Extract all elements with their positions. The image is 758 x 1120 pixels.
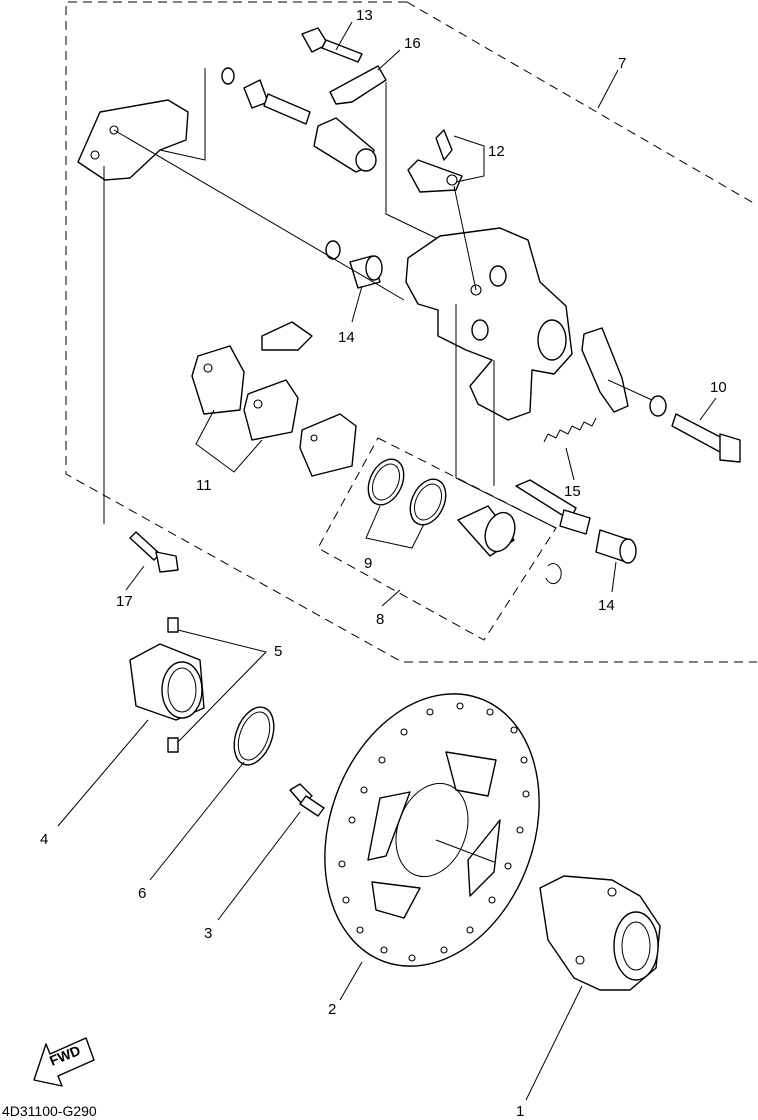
callout-15: 15 [564, 483, 581, 500]
spring-15 [543, 417, 597, 443]
callout-8: 8 [376, 611, 384, 628]
brake-disc-holes [338, 702, 530, 962]
piston-seal-1 [367, 458, 405, 506]
assembly-7-outline-diag [406, 1, 758, 206]
leader-3 [217, 811, 301, 921]
leader-7 [597, 69, 619, 109]
callout-11: 11 [196, 477, 212, 494]
callout-3: 3 [204, 925, 212, 942]
leader-2 [339, 961, 363, 1001]
ref-line-g [453, 185, 477, 291]
leader-6 [149, 761, 245, 881]
screw-5-bottom [167, 737, 179, 753]
leader-14-bottom [611, 561, 617, 593]
kit-8-outline [317, 437, 557, 641]
callout-2: 2 [328, 1001, 336, 1018]
ref-line-h [607, 379, 653, 401]
callout-16: 16 [404, 35, 421, 52]
callout-10: 10 [710, 379, 727, 396]
fwd-arrow: FWD [33, 1037, 95, 1087]
callout-17: 17 [116, 593, 133, 610]
leader-11 [195, 409, 263, 473]
piston [457, 505, 516, 557]
shim-6-inner [237, 711, 271, 761]
callout-7: 7 [618, 55, 626, 72]
caliper-bracket [77, 68, 206, 181]
leader-17 [125, 565, 145, 591]
slide-pin-lower [515, 479, 591, 535]
leader-8 [381, 589, 401, 607]
boot-14-bottom [595, 529, 637, 564]
callout-6: 6 [138, 885, 146, 902]
ref-line-c [455, 477, 557, 529]
leader-16 [377, 49, 401, 71]
leader-axle [435, 839, 495, 863]
hub-1 [539, 875, 661, 991]
callout-5: 5 [274, 643, 282, 660]
leader-9 [365, 505, 425, 549]
callout-4: 4 [40, 831, 48, 848]
pad-shim [299, 413, 357, 477]
assembly-7-outline [65, 1, 757, 663]
callout-9: 9 [364, 555, 372, 572]
leader-13 [335, 21, 353, 51]
leader-12 [453, 135, 485, 183]
leader-10 [699, 397, 717, 421]
bolt-17 [129, 531, 179, 573]
callout-14-bottom: 14 [598, 597, 615, 614]
callout-13: 13 [356, 7, 373, 24]
ref-line-f [385, 213, 437, 239]
callout-1: 1 [516, 1103, 524, 1120]
shim-6 [233, 706, 275, 766]
leader-14-top [351, 285, 363, 323]
pad-spring-clip [261, 321, 313, 351]
leader-15 [565, 447, 575, 481]
brake-pad-inner [191, 345, 245, 415]
brake-pad-outer [243, 379, 299, 441]
boot-14-top [349, 255, 383, 289]
bolt-13 [301, 27, 363, 63]
screw-5-top [167, 617, 179, 633]
bleed-screw-12 [407, 129, 463, 193]
caliper-body [405, 227, 573, 421]
disc-bolt-3 [289, 783, 325, 817]
bolt-10 [649, 395, 741, 463]
ref-line-a [113, 129, 405, 301]
collar-4 [129, 643, 205, 721]
piston-seal-2 [409, 478, 447, 526]
leader-4 [57, 719, 149, 827]
callout-12: 12 [488, 143, 505, 160]
callout-14-top: 14 [338, 329, 355, 346]
slide-pin-assembly [221, 67, 377, 173]
parking-lever [581, 327, 629, 413]
retainer-plate-16 [329, 65, 387, 105]
leader-5 [177, 629, 267, 743]
diagram-code: 4D31100-G290 [2, 1103, 97, 1119]
snap-ring [545, 563, 562, 585]
washer [325, 240, 341, 260]
piston-seal-1-inner [371, 463, 401, 501]
leader-1 [525, 985, 583, 1101]
piston-seal-2-inner [413, 483, 443, 521]
